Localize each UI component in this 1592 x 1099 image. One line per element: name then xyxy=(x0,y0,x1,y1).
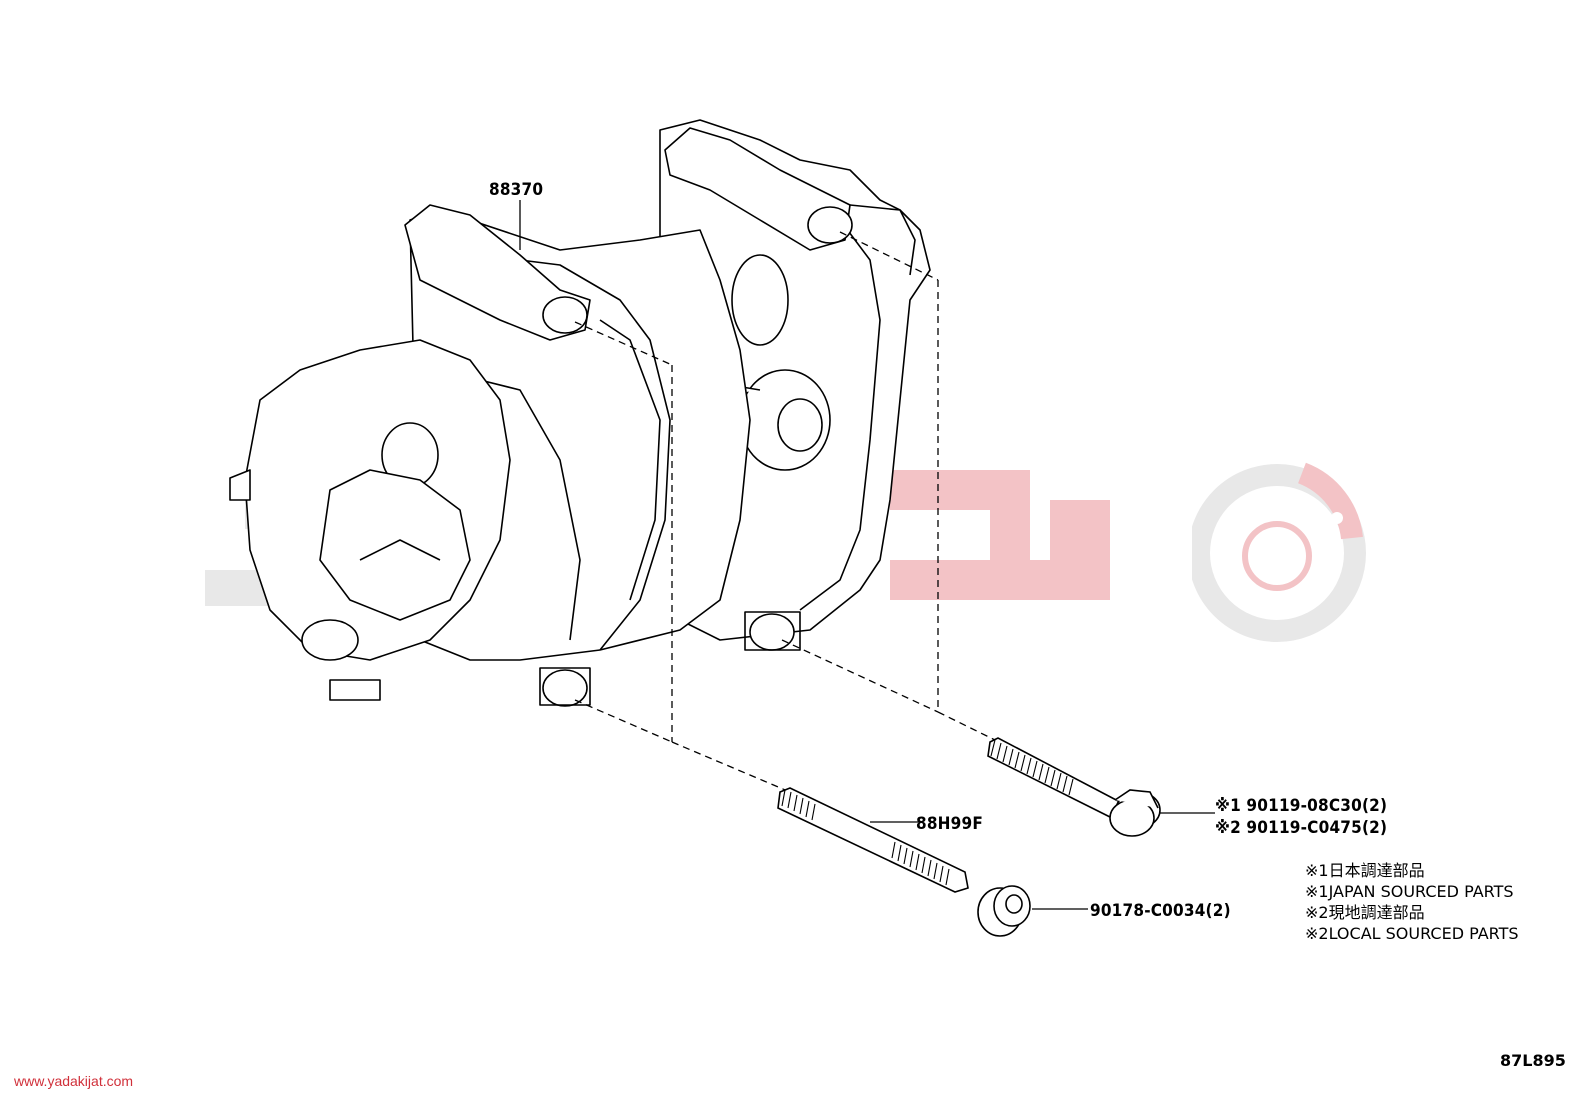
note-japan-jp: ※1日本調達部品 xyxy=(1305,861,1425,880)
label-nut: 90178-C0034(2) xyxy=(1090,901,1231,921)
reference-code: 87L895 xyxy=(1500,1051,1566,1070)
label-bolt-local: ※2 90119-C0475(2) xyxy=(1215,818,1388,838)
leader-lines xyxy=(519,200,1215,910)
note-japan-en: ※1JAPAN SOURCED PARTS xyxy=(1305,882,1514,901)
compressor-drawing xyxy=(229,119,931,707)
flange-nut xyxy=(977,885,1031,937)
label-stud-bolt: 88H99F xyxy=(916,814,984,834)
flange-bolt xyxy=(987,737,1161,837)
stud-bolt xyxy=(777,787,969,893)
note-local-jp: ※2現地調達部品 xyxy=(1305,903,1425,922)
label-bolt-japan: ※1 90119-08C30(2) xyxy=(1215,796,1388,816)
watermark-logo-icon xyxy=(1192,462,1366,642)
watermark-url[interactable]: www.yadakijat.com xyxy=(14,1073,134,1089)
note-local-en: ※2LOCAL SOURCED PARTS xyxy=(1305,924,1519,943)
label-compressor: 88370 xyxy=(489,180,544,200)
